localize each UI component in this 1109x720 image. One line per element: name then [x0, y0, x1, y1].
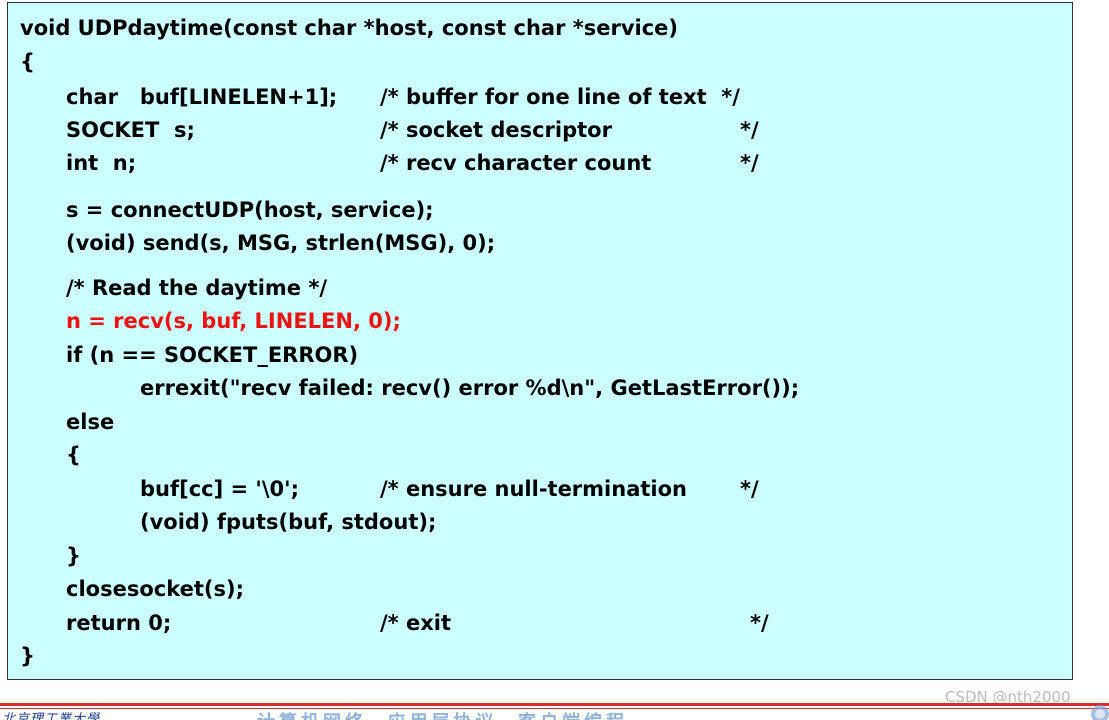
code-comment-count: /* recv character count: [380, 151, 652, 175]
code-line-socket-decl: SOCKET s;: [66, 118, 195, 142]
code-line-if: if (n == SOCKET_ERROR): [66, 343, 359, 367]
footer-title: 计算机网络 应用层协议 客户端编程: [257, 708, 628, 720]
csdn-watermark: CSDN @nth2000: [945, 688, 1071, 706]
code-line-read-comment: /* Read the daytime */: [66, 276, 328, 300]
code-line-signature: void UDPdaytime(const char *host, const …: [20, 16, 679, 40]
code-line-return: return 0;: [66, 611, 172, 635]
code-line-int-decl: int n;: [66, 151, 137, 175]
code-comment-exit-end: */: [750, 611, 769, 635]
code-line-fputs: (void) fputs(buf, stdout);: [140, 510, 437, 534]
university-logo: 北京理工業大學: [2, 712, 101, 720]
code-line-inner-open-brace: {: [66, 443, 81, 467]
code-line-errexit: errexit("recv failed: recv() error %d\n"…: [140, 376, 800, 400]
code-line-send: (void) send(s, MSG, strlen(MSG), 0);: [66, 231, 496, 255]
code-line-closesocket: closesocket(s);: [66, 577, 244, 601]
code-comment-socket: /* socket descriptor: [380, 118, 612, 142]
code-comment-buf: /* buffer for one line of text */: [380, 85, 740, 109]
code-line-inner-close-brace: }: [66, 544, 81, 568]
code-comment-socket-end: */: [740, 118, 759, 142]
code-line-null-term: buf[cc] = '\0';: [140, 477, 299, 501]
code-line-buf-decl: char buf[LINELEN+1];: [66, 85, 338, 109]
code-line-open-brace: {: [20, 50, 35, 74]
code-line-connect: s = connectUDP(host, service);: [66, 198, 434, 222]
code-comment-null-term: /* ensure null-termination: [380, 477, 687, 501]
code-comment-count-end: */: [740, 151, 759, 175]
code-line-close-brace: }: [20, 644, 35, 668]
footer-rule: [0, 703, 1109, 706]
code-block: void UDPdaytime(const char *host, const …: [7, 2, 1073, 680]
code-line-recv-highlight: n = recv(s, buf, LINELEN, 0);: [66, 309, 401, 333]
code-comment-exit: /* exit: [380, 611, 451, 635]
emblem-icon: [1091, 705, 1109, 720]
code-comment-null-term-end: */: [740, 477, 759, 501]
footer-rule-thin: [0, 708, 1109, 709]
code-line-else: else: [66, 410, 115, 434]
